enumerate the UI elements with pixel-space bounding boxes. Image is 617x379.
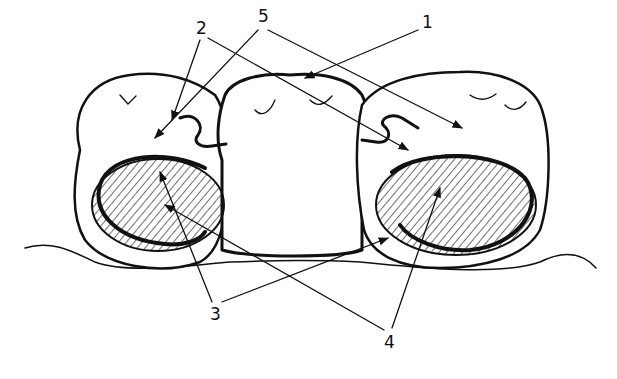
callout-number: 5	[258, 8, 269, 25]
callout-number: 2	[196, 20, 207, 37]
right-liner	[392, 156, 532, 250]
callout-number: 1	[422, 14, 433, 31]
right-cavity	[376, 155, 536, 255]
middle-tooth	[218, 74, 368, 256]
callout-number: 4	[384, 334, 395, 351]
leader-lines	[155, 30, 462, 330]
left-cavity	[92, 159, 224, 251]
callout-number: 3	[210, 306, 221, 323]
left-connector	[180, 116, 226, 146]
left-tooth	[75, 74, 226, 269]
left-liner	[99, 157, 205, 245]
